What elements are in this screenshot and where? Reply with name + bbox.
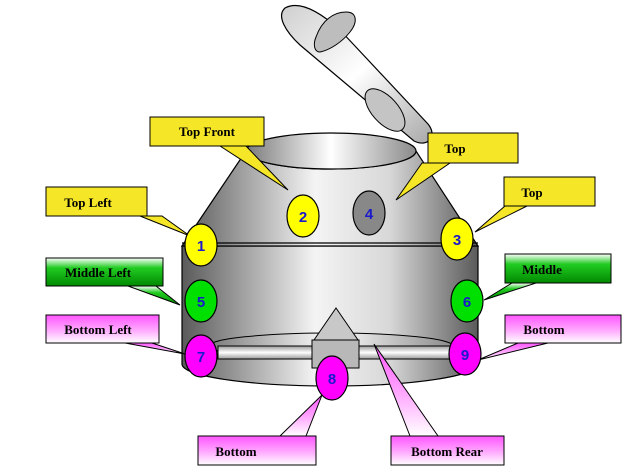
marker-5: 5 xyxy=(184,279,218,323)
callout-top-right: Top xyxy=(474,176,596,233)
lid xyxy=(280,4,433,144)
callout-top-right-label: Top xyxy=(521,185,542,200)
marker-7-number: 7 xyxy=(197,349,205,366)
callout-top-left: Top Left xyxy=(45,186,191,237)
callout-bottom-rear: Bottom Rear xyxy=(373,343,505,466)
callout-top-front-label: Top Front xyxy=(179,124,236,139)
marker-7: 7 xyxy=(184,334,218,378)
callout-top-front: Top Front xyxy=(149,116,289,191)
callout-bottom-left: Bottom Left xyxy=(45,314,186,355)
marker-1-number: 1 xyxy=(197,238,205,255)
callout-top-center: Top xyxy=(395,132,519,201)
marker-5-number: 5 xyxy=(197,294,205,311)
callout-middle-right: Middle xyxy=(483,253,612,301)
marker-1: 1 xyxy=(184,223,218,267)
marker-3: 3 xyxy=(440,217,474,261)
bottom-bar xyxy=(217,307,469,369)
marker-2-number: 2 xyxy=(299,209,307,226)
marker-6: 6 xyxy=(450,279,484,323)
marker-8: 8 xyxy=(315,355,349,401)
callout-bottom-rear-label: Bottom Rear xyxy=(411,444,483,459)
callout-top-left-label: Top Left xyxy=(64,195,112,210)
marker-6-number: 6 xyxy=(463,294,471,311)
callout-middle-left-label: Middle Left xyxy=(65,265,132,280)
callout-bottom-right: Bottom xyxy=(477,314,622,361)
callout-bottom-front: Bottom xyxy=(197,394,323,466)
callout-middle-right-label: Middle xyxy=(522,262,562,277)
marker-2: 2 xyxy=(286,194,320,238)
callout-top-center-label: Top xyxy=(444,141,465,156)
callout-bottom-front-label: Bottom xyxy=(215,444,256,459)
marker-8-number: 8 xyxy=(328,371,336,388)
marker-4: 4 xyxy=(352,190,386,236)
marker-9: 9 xyxy=(448,332,482,376)
marker-4-number: 4 xyxy=(365,206,374,223)
marker-3-number: 3 xyxy=(453,232,461,249)
callout-middle-left: Middle Left xyxy=(45,257,181,306)
marker-9-number: 9 xyxy=(461,347,469,364)
callout-bottom-left-label: Bottom Left xyxy=(64,322,132,337)
callout-bottom-right-label: Bottom xyxy=(523,322,564,337)
